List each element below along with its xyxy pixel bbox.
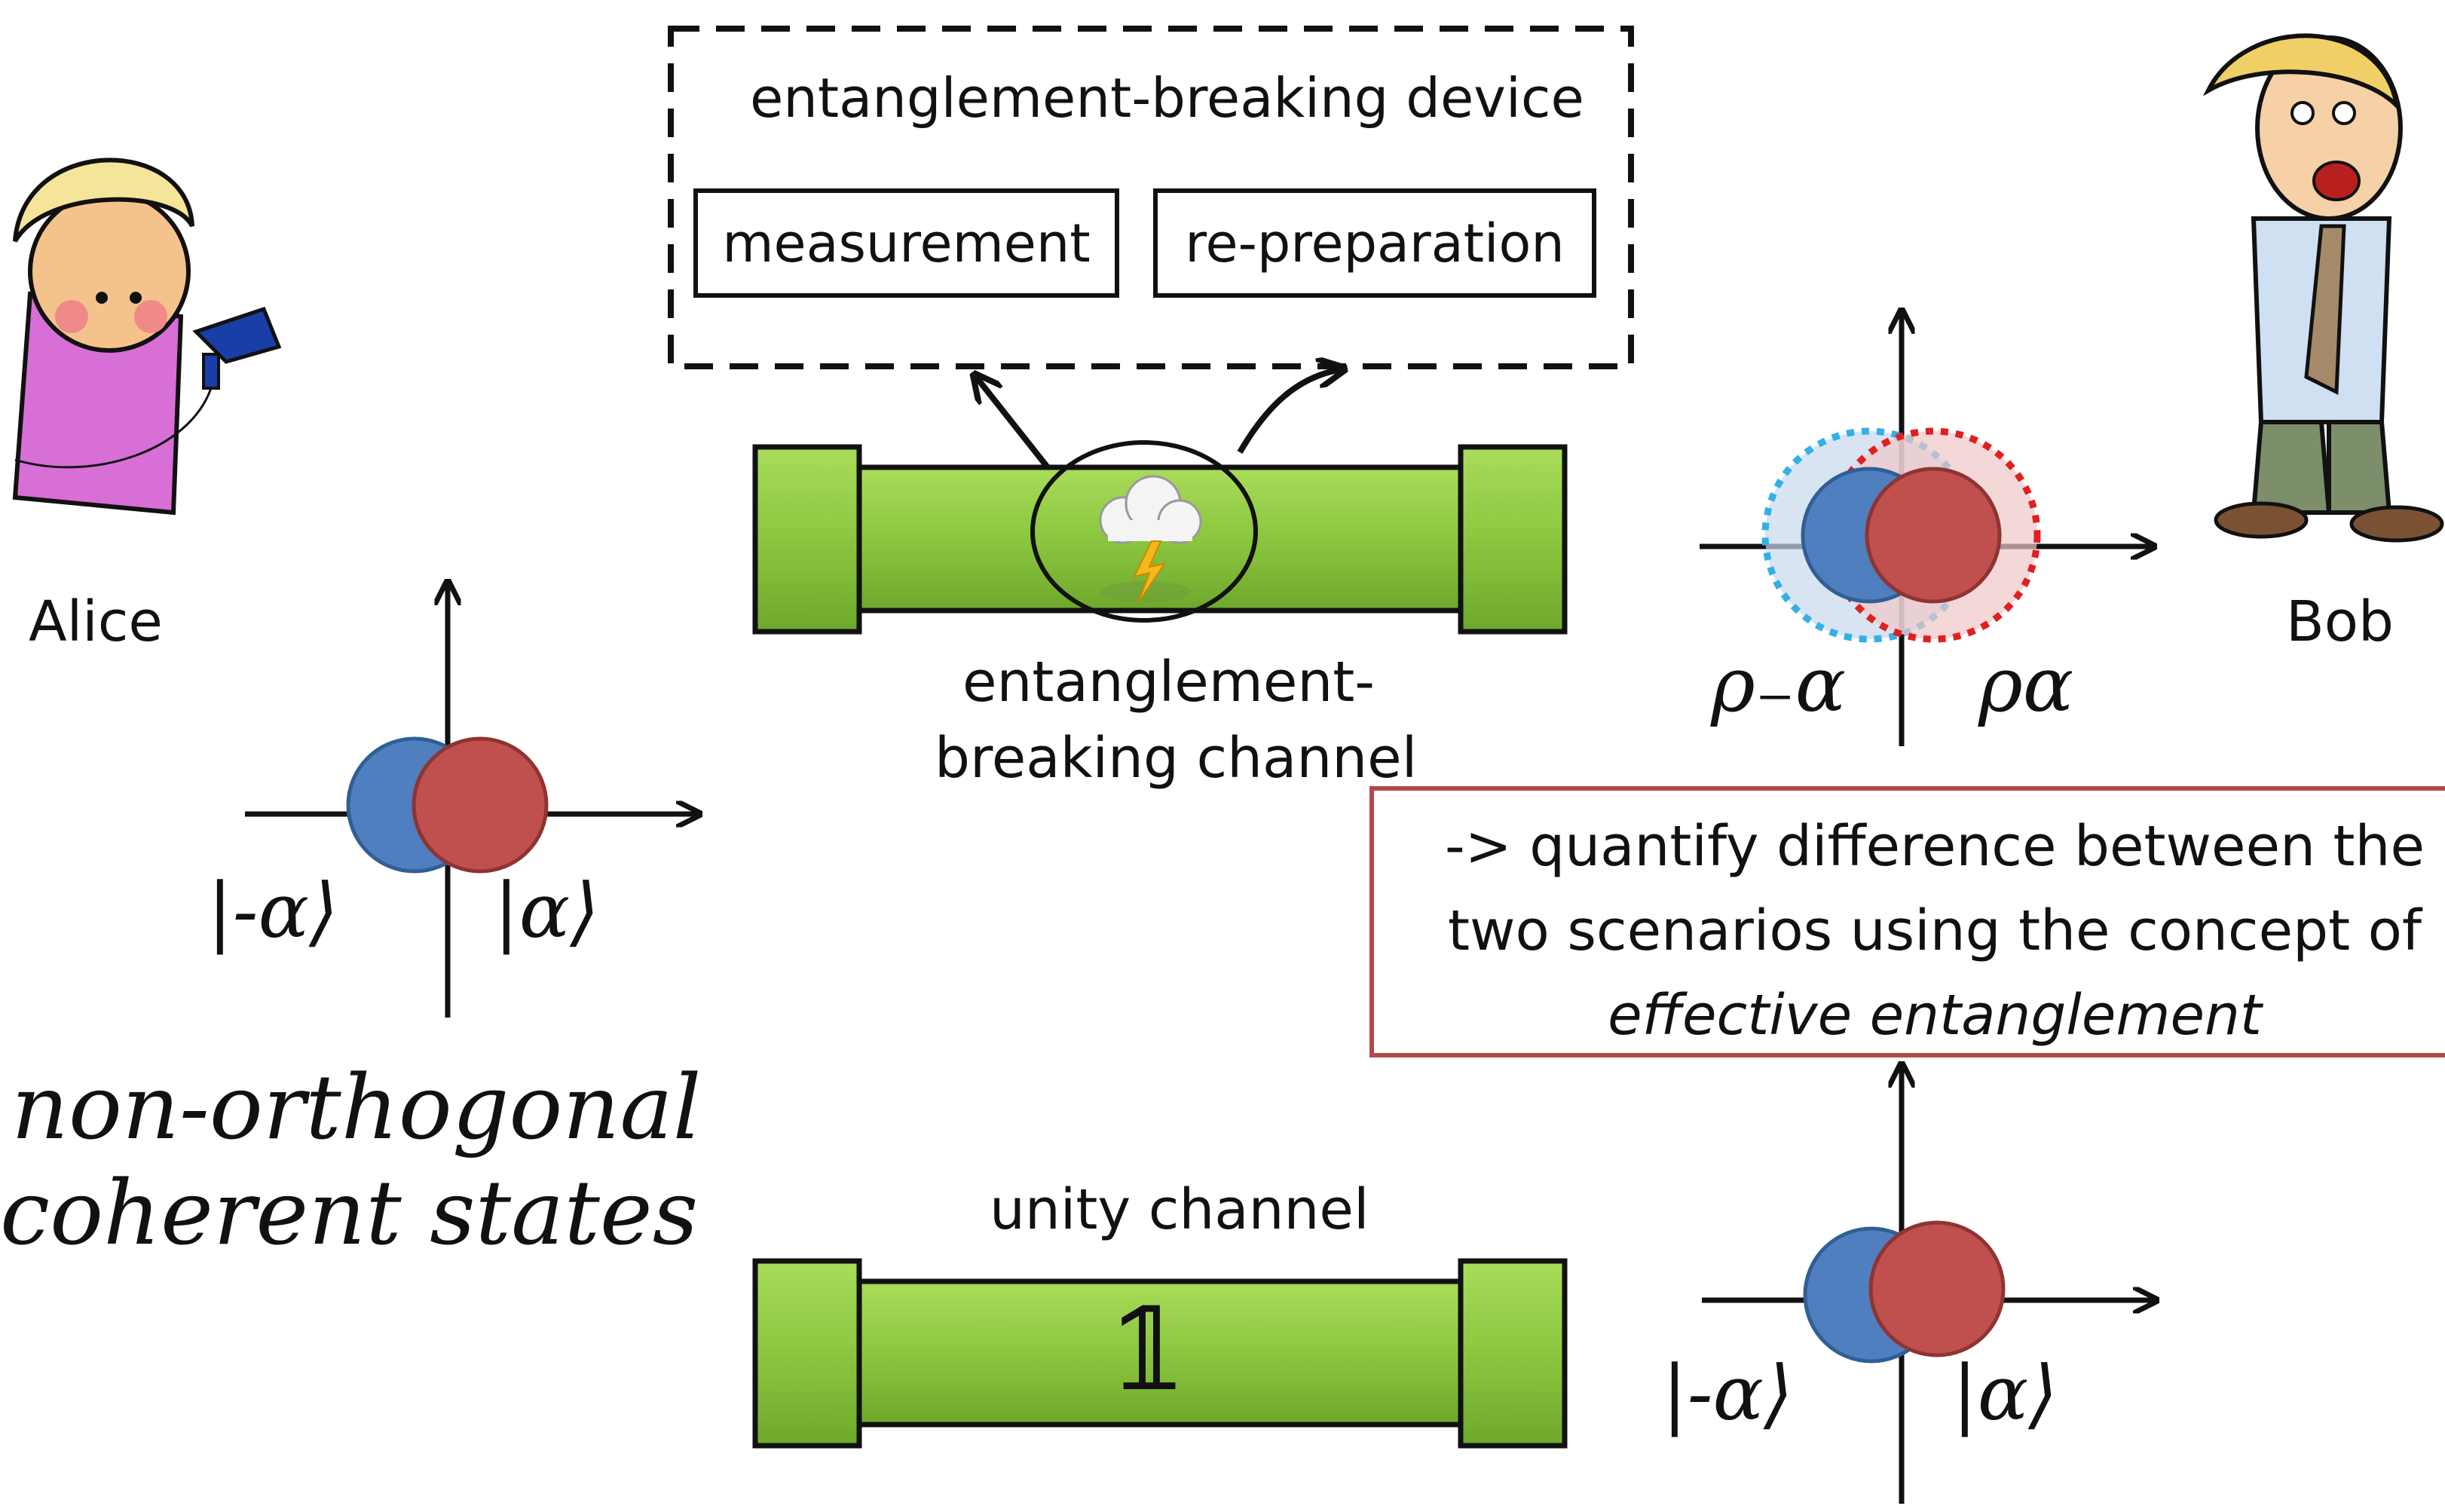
note-line3: effective entanglement	[1608, 983, 2262, 1048]
bob-minus-alpha-ket: |-α⟩	[1662, 1349, 1794, 1437]
alice-alpha-ket: |α⟩	[494, 867, 600, 955]
rho-minus-alpha: ρ₋α	[1711, 641, 1847, 729]
alice-figure	[12, 158, 282, 516]
arrow-to-repreparation	[1237, 369, 1342, 455]
alice-label: Alice	[29, 589, 163, 654]
alice-minus-alpha-ket: |-α⟩	[207, 867, 339, 955]
device-dashed-box	[668, 26, 1634, 369]
storm-cloud-icon	[1030, 440, 1258, 623]
summary-note-box: -> quantify difference between the two s…	[1369, 786, 2445, 1057]
handwritten-line2: coherent states	[0, 1161, 699, 1265]
unity-operator-symbol: 𝟙	[1108, 1285, 1187, 1416]
handwritten-line1: non-orthogonal	[11, 1055, 702, 1159]
alice-state-red	[412, 736, 549, 874]
bob-alpha-ket: |α⟩	[1952, 1349, 2058, 1437]
arrow-to-measurement	[976, 377, 1051, 470]
bob-phase-space-top	[1700, 313, 2152, 746]
breaking-channel-label-line2: breaking channel	[935, 726, 1418, 791]
unity-channel-pipe	[752, 1258, 1568, 1449]
bob-phase-space-bottom	[1702, 1067, 2154, 1504]
repreparation-box: re-preparation	[1153, 188, 1596, 298]
unity-channel-label: unity channel	[990, 1177, 1369, 1242]
alice-phase-space	[245, 584, 697, 1018]
rho-alpha: ρα	[1978, 641, 2074, 729]
note-line1: -> quantify difference between the	[1445, 814, 2425, 879]
breaking-channel-label-line1: entanglement-	[962, 650, 1375, 715]
bob-figure	[2202, 33, 2444, 543]
measurement-box: measurement	[693, 188, 1119, 298]
bob-label: Bob	[2286, 589, 2395, 654]
device-title: entanglement-breaking device	[750, 66, 1584, 130]
note-line2: two scenarios using the concept of	[1448, 898, 2422, 963]
